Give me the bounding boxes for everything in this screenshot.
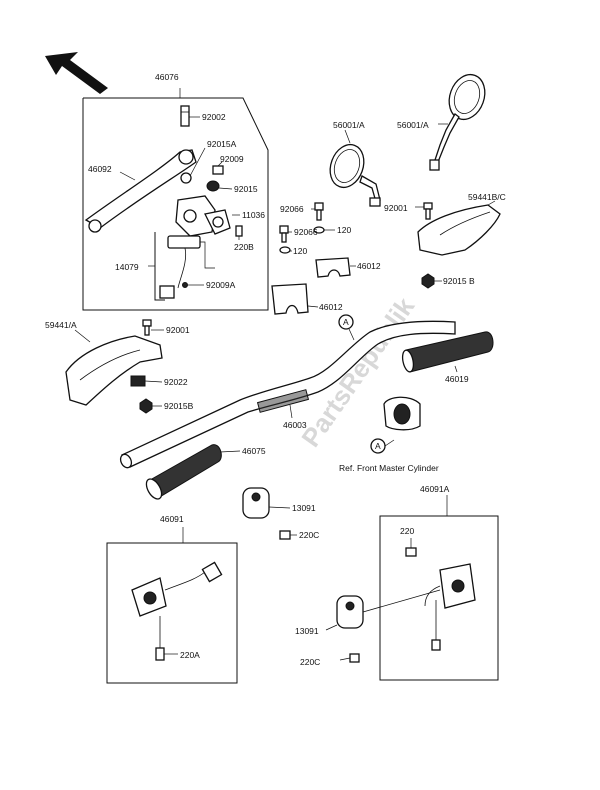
lever-holder	[175, 195, 240, 237]
hand-guard-59441A	[65, 329, 163, 406]
clutch-lever-46092	[84, 149, 197, 233]
switch-box-46091A	[379, 495, 499, 681]
label-14079: 14079	[115, 262, 139, 272]
washer-120-b	[279, 246, 292, 254]
label-92015A: 92015A	[207, 139, 237, 149]
mirror-left-56001A	[329, 129, 381, 207]
label-46092: 46092	[88, 164, 112, 174]
label-46076: 46076	[155, 72, 179, 82]
screw-92002	[180, 105, 200, 127]
label-220C-bottom: 220C	[300, 657, 320, 667]
nut-92015B-left	[139, 398, 162, 414]
nut-92015B-right	[421, 273, 442, 289]
screw-220C-bottom	[339, 653, 360, 663]
nut-92015A	[180, 147, 206, 184]
label-220B: 220B	[234, 242, 254, 252]
label-59441C: 59441B/C	[468, 192, 506, 202]
bracket-92022	[130, 375, 163, 387]
label-92015B-right: 92015 B	[443, 276, 475, 286]
front-direction-arrow-icon	[45, 52, 108, 94]
nut-92015	[206, 180, 233, 192]
callout-A-top-label: A	[343, 317, 349, 327]
label-13091-top: 13091	[292, 503, 316, 513]
label-46075: 46075	[242, 446, 266, 456]
label-46012-b: 46012	[319, 302, 343, 312]
washer-120-a	[313, 226, 335, 234]
label-120-b: 120	[293, 246, 307, 256]
screw-92009A	[182, 282, 204, 288]
bolt-92066-a	[311, 202, 324, 221]
label-92001-right: 92001	[384, 203, 408, 213]
master-cylinder-clamp	[383, 396, 421, 431]
label-92022: 92022	[164, 377, 188, 387]
bolt-92001-right	[415, 202, 433, 220]
label-220C-top: 220C	[299, 530, 319, 540]
callout-A-bottom	[370, 438, 395, 454]
screw-220B	[235, 225, 243, 240]
clamp-14079	[148, 232, 215, 301]
label-92002: 92002	[202, 112, 226, 122]
screw-220C-top	[279, 530, 297, 540]
callout-A-top	[338, 314, 355, 341]
handlebar-holder-46012-b	[271, 283, 319, 315]
label-92015B-left: 92015B	[164, 401, 194, 411]
ref-front-master-cylinder: Ref. Front Master Cylinder	[339, 463, 439, 473]
label-92066-a: 92066	[280, 204, 304, 214]
clamp-13091-bottom	[325, 589, 441, 631]
label-92009A: 92009A	[206, 280, 236, 290]
label-92066-b: 92066	[294, 227, 318, 237]
label-13091-bottom: 13091	[295, 626, 319, 636]
label-56001A-right: 56001/A	[397, 120, 429, 130]
label-46019: 46019	[445, 374, 469, 384]
label-46091: 46091	[160, 514, 184, 524]
label-120-a: 120	[337, 225, 351, 235]
handlebar-46003	[119, 320, 456, 469]
label-92015: 92015	[234, 184, 258, 194]
switch-box-46091	[106, 527, 238, 684]
hand-guard-59441C	[417, 200, 501, 256]
mirror-right-56001A	[429, 73, 486, 171]
label-220: 220	[400, 526, 414, 536]
clamp-13091-top	[242, 487, 291, 519]
label-59441A: 59441/A	[45, 320, 77, 330]
screw-92009	[212, 161, 224, 175]
label-92009: 92009	[220, 154, 244, 164]
bolt-92001-left	[142, 319, 164, 336]
label-11036: 11036	[242, 210, 265, 220]
grip-46075	[145, 444, 241, 500]
label-46091A: 46091A	[420, 484, 450, 494]
label-46003: 46003	[283, 420, 307, 430]
lever-assembly-box	[82, 88, 269, 311]
handlebar-holder-46012-a	[315, 257, 356, 278]
grip-46019	[401, 331, 494, 373]
bolt-92066-b	[279, 225, 292, 243]
label-46012-a: 46012	[357, 261, 381, 271]
label-92001-left: 92001	[166, 325, 190, 335]
label-56001A-left: 56001/A	[333, 120, 365, 130]
label-220A: 220A	[180, 650, 200, 660]
callout-A-bottom-label: A	[375, 441, 381, 451]
